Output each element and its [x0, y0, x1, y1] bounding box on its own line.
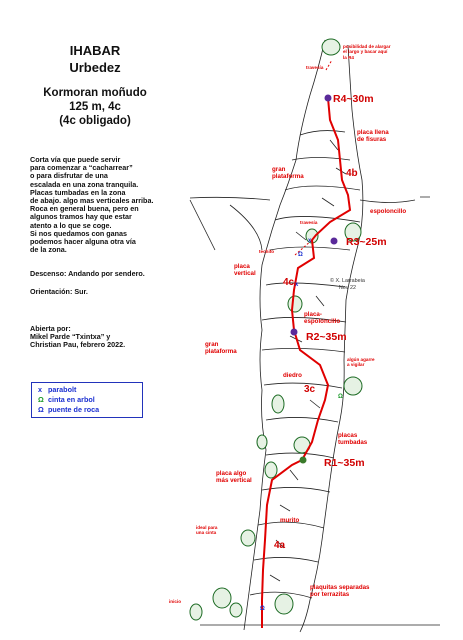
parabolt-icon: x [38, 385, 42, 394]
opened-by: Abierta por: Mikel Parde “Txintxa” y Chr… [30, 324, 126, 350]
label-diedro: diedro [283, 372, 302, 379]
svg-text:Ω: Ω [260, 606, 265, 612]
svg-text:x: x [295, 282, 299, 288]
belay-r2: R2~35m [306, 331, 347, 343]
trees [189, 38, 363, 621]
tree-sling-icon: Ω [38, 395, 44, 404]
grade-pitch1: 4a [274, 540, 286, 551]
svg-text:Ω: Ω [298, 252, 303, 258]
label-murito: murito [280, 517, 300, 524]
label-placa-vertical: placa vertical [234, 263, 256, 277]
orientation-info: Orientación: Sur. [30, 287, 88, 296]
topo-location: Urbedez [69, 60, 121, 75]
belay-r1: R1~35m [324, 457, 365, 469]
label-espoloncillo: espoloncillo [370, 208, 407, 215]
grade-pitch2: 3c [304, 384, 316, 395]
route-length-grade: 125 m, 4c [69, 101, 121, 113]
belay-r3: R3~25m [346, 236, 387, 248]
drawing-credit: © X. Larrabeia Nov 22 [330, 278, 365, 291]
label-gran-plataforma-top: gran plataforma [272, 166, 304, 180]
grade-pitch3: 4c [283, 277, 295, 288]
label-ideal-cinta: ideal para una cinta [196, 525, 218, 536]
svg-text:x: x [308, 238, 312, 244]
rock-outline [189, 39, 440, 633]
route-name: Kormoran moñudo [43, 87, 147, 99]
label-travesia-mid: travesía [300, 220, 318, 225]
route-obligatory-grade: (4c obligado) [59, 115, 131, 127]
label-algun-agarre: algún agarre a vigilar [347, 357, 375, 368]
label-plaquitas: plaquitas separadas por terrazitas [310, 584, 370, 598]
label-gran-plataforma-mid: gran plataforma [205, 341, 237, 355]
label-placa-llena: placa llena de fisuras [357, 129, 389, 143]
label-travesia-top: travesía [306, 65, 324, 70]
rock-thread-icon: Ω [38, 405, 44, 414]
route-description: Corta vía que puede servir para comenzar… [30, 155, 154, 255]
grade-pitch4: 4b [346, 168, 358, 179]
belay-r4: R4~30m [333, 93, 374, 105]
label-posibilidad: posibilidad de alargar el largo y bacar … [343, 44, 391, 60]
bolts: x x Ω Ω Ω [260, 238, 343, 612]
label-inicio: inicio [169, 599, 181, 604]
svg-text:Ω: Ω [338, 394, 343, 400]
topo-title: IHABAR [69, 43, 121, 58]
belay-stations [290, 94, 338, 464]
label-placas-tumbadas: placas tumbadas [338, 432, 368, 446]
label-techito: techito [259, 249, 275, 254]
label-placa-espoloncillo: placa- espoloncillo [304, 311, 341, 325]
label-placa-algo: placa algo más vertical [216, 470, 252, 484]
descent-info: Descenso: Andando por sendero. [30, 269, 145, 278]
